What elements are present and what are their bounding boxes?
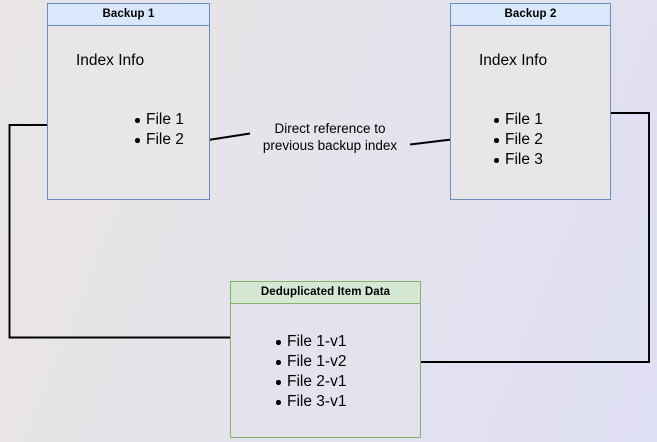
node-deduplicated-item-data[interactable]: Deduplicated Item Data File 1-v1 File 1-… — [230, 281, 421, 438]
list-item: File 2 — [135, 131, 184, 148]
backup-2-file-list: File 1 File 2 File 3 — [489, 110, 543, 170]
edge-label-line-2: previous backup index — [262, 138, 398, 153]
edge-label-line-1: Direct reference to — [274, 121, 386, 136]
node-backup-2-header: Backup 2 — [451, 4, 610, 26]
list-item: File 1-v2 — [275, 353, 347, 370]
list-item: File 1 — [494, 111, 543, 128]
backup-1-index-info-label: Index Info — [76, 52, 145, 69]
list-item: File 1-v1 — [275, 333, 347, 350]
node-deduplicated-item-data-body: File 1-v1 File 1-v2 File 2-v1 File 3-v1 — [231, 304, 420, 437]
dedup-file-list: File 1-v1 File 1-v2 File 2-v1 File 3-v1 — [271, 332, 346, 412]
list-item: File 1 — [135, 111, 184, 128]
node-backup-2[interactable]: Backup 2 Index Info File 1 File 2 File 3 — [450, 3, 611, 200]
list-item: File 3-v1 — [275, 393, 347, 410]
node-deduplicated-item-data-header: Deduplicated Item Data — [231, 282, 420, 304]
node-backup-2-body: Index Info File 1 File 2 File 3 — [451, 26, 610, 199]
backup-2-index-info-label: Index Info — [479, 52, 548, 69]
node-backup-1[interactable]: Backup 1 Index Info File 1 File 2 — [47, 3, 210, 200]
backup-1-file-list: File 1 File 2 — [130, 110, 184, 150]
node-backup-1-header: Backup 1 — [48, 4, 209, 26]
list-item: File 2-v1 — [275, 373, 347, 390]
edge-label-direct-reference: Direct reference to previous backup inde… — [251, 120, 409, 154]
list-item: File 3 — [494, 151, 543, 168]
list-item: File 2 — [494, 131, 543, 148]
node-backup-1-body: Index Info File 1 File 2 — [48, 26, 209, 199]
